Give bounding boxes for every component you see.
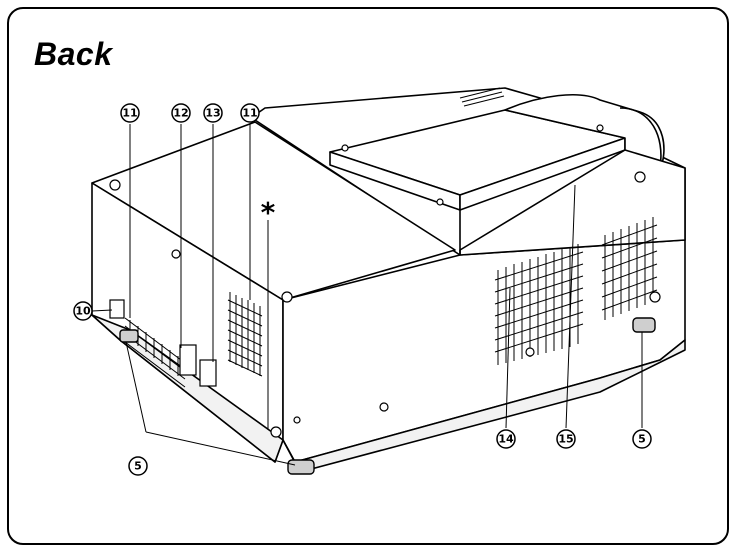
foot-left-rear (119, 329, 139, 343)
callout-11-left-label: 11 (122, 107, 137, 120)
callout-5-right: 5 (632, 429, 652, 449)
callout-15: 15 (556, 429, 576, 449)
callout-14-label: 14 (498, 433, 514, 446)
callout-11-right: 11 (240, 103, 260, 123)
connector-10 (109, 299, 125, 319)
connector-13 (199, 359, 217, 387)
callout-asterisk: * (261, 196, 276, 229)
callout-5-left-label: 5 (134, 460, 142, 473)
callout-5-right-label: 5 (638, 433, 646, 446)
adjustable-feet (119, 317, 656, 475)
callout-5-left: 5 (128, 456, 148, 476)
callout-10-label: 10 (75, 305, 91, 318)
callout-12-label: 12 (173, 107, 188, 120)
asterisk-label: * (261, 196, 276, 229)
callout-14: 14 (496, 429, 516, 449)
foot-right (632, 317, 656, 333)
callout-13-label: 13 (205, 107, 220, 120)
leader-lines (91, 124, 643, 466)
callout-13: 13 (203, 103, 223, 123)
connector-12 (179, 344, 197, 376)
page-title: Back (34, 36, 113, 72)
callout-11-right-label: 11 (242, 107, 257, 120)
foot-left-front (287, 459, 315, 475)
rear-connectors (109, 299, 217, 387)
callout-12: 12 (171, 103, 191, 123)
callout-10: 10 (73, 301, 93, 321)
screws (109, 124, 661, 438)
callout-11-left: 11 (120, 103, 140, 123)
callout-15-label: 15 (558, 433, 573, 446)
